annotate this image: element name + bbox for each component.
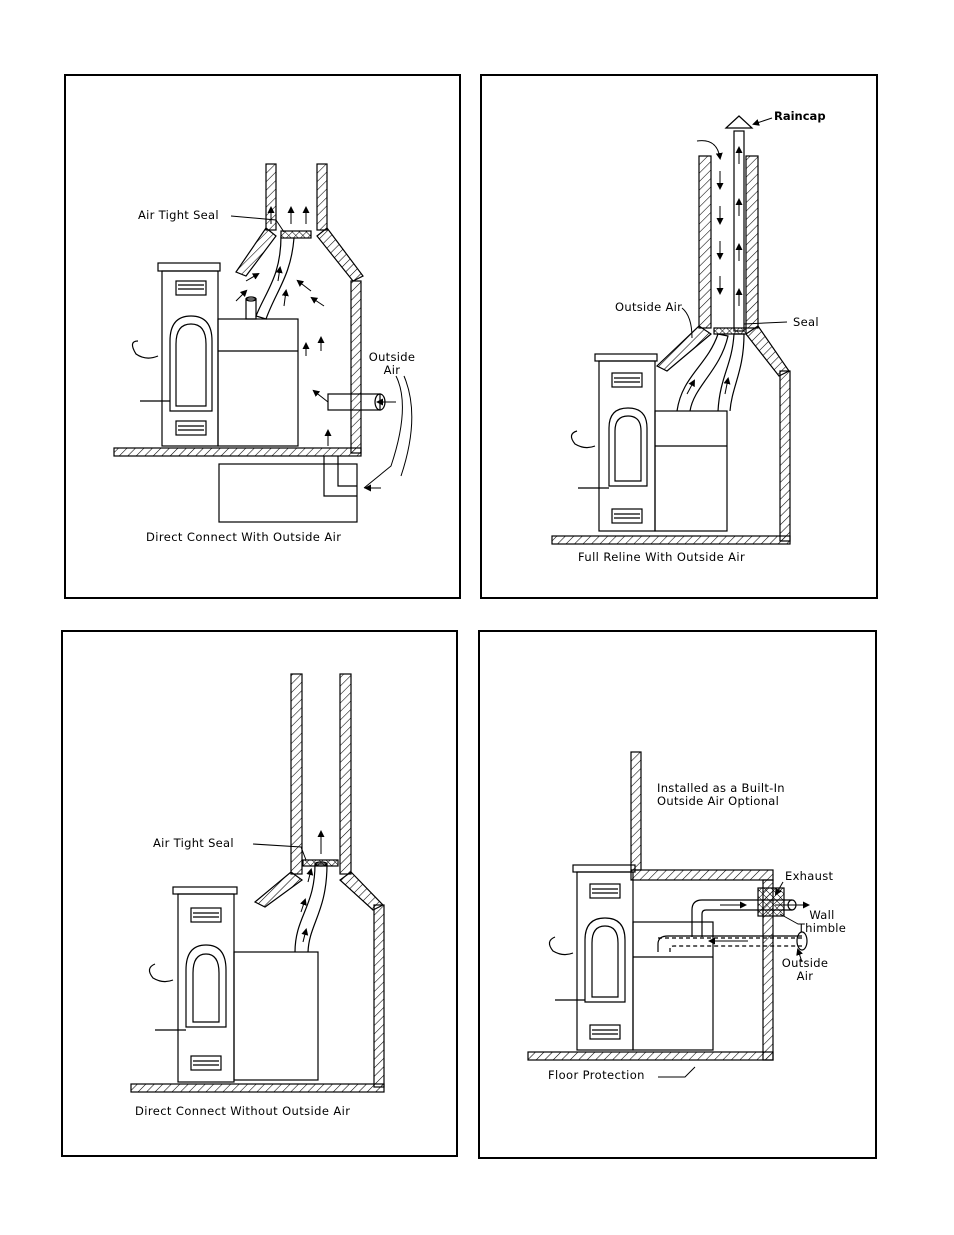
- diagram-caption: Direct Connect With Outside Air: [146, 530, 342, 544]
- diagram-built-in-installation: Installed as a Built-In Outside Air Opti…: [478, 630, 877, 1159]
- exhaust-label: Exhaust: [785, 869, 834, 883]
- installation-drawing: [551, 115, 791, 545]
- outside-air-label: Outside Air: [368, 350, 416, 377]
- diagram-full-reline-with-outside-air: Raincap Outside Air Seal Full Reline Wit…: [480, 74, 878, 599]
- installation-drawing: [130, 673, 385, 1093]
- outside-air-label: Outside Air: [615, 300, 683, 314]
- installation-drawing: [113, 163, 413, 523]
- diagram-direct-connect-with-outside-air: Air Tight Seal Outside Air Direct Connec…: [64, 74, 461, 599]
- diagram-caption: Full Reline With Outside Air: [578, 550, 746, 564]
- outside-air-label: Outside Air: [781, 956, 829, 983]
- air-tight-seal-label: Air Tight Seal: [138, 208, 219, 222]
- air-tight-seal-label: Air Tight Seal: [153, 836, 234, 850]
- installation-drawing: [527, 751, 810, 1078]
- diagram-direct-connect-without-outside-air: Air Tight Seal Direct Connect Without Ou…: [61, 630, 458, 1157]
- seal-label: Seal: [793, 315, 819, 329]
- floor-protection-label: Floor Protection: [548, 1068, 645, 1082]
- raincap-label: Raincap: [774, 109, 826, 123]
- installed-built-in-note: Installed as a Built-In Outside Air Opti…: [657, 781, 785, 808]
- diagram-caption: Direct Connect Without Outside Air: [135, 1104, 351, 1118]
- wall-thimble-label: Wall Thimble: [797, 908, 847, 935]
